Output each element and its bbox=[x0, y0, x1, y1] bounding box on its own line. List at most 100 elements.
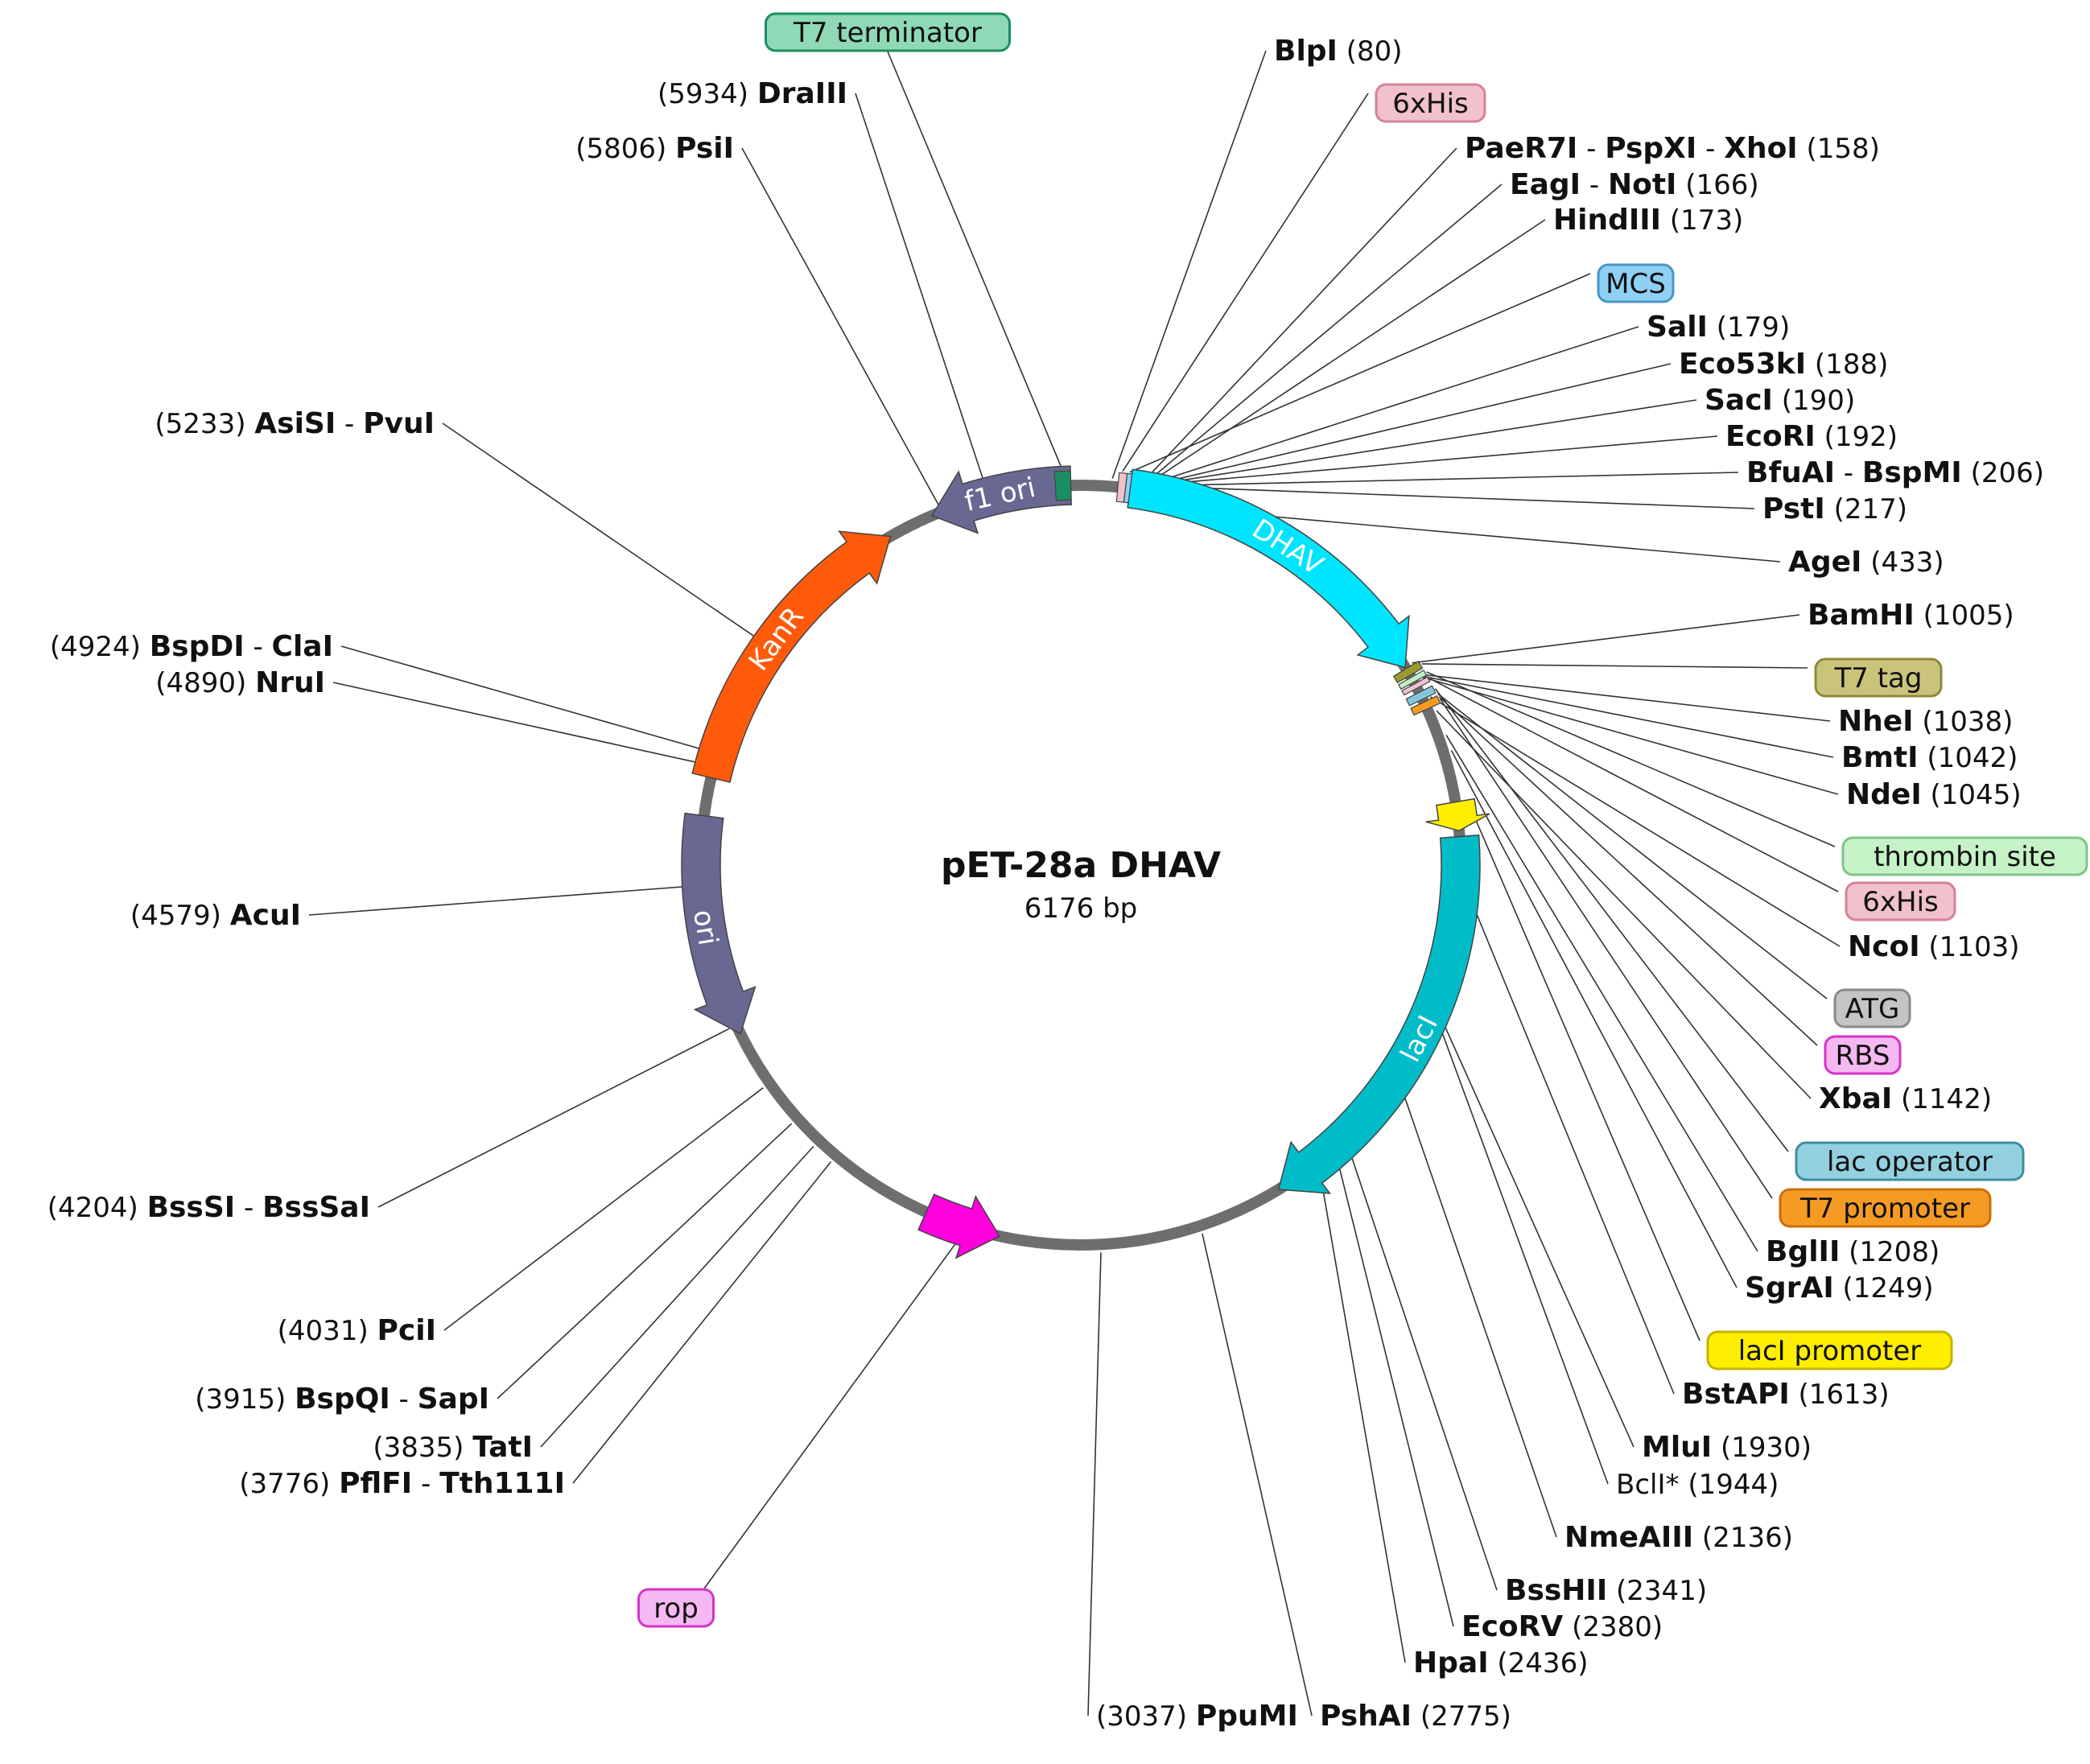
site-position: (192) bbox=[1824, 421, 1898, 453]
site-label-saci: SacI (190) bbox=[1705, 384, 1855, 417]
feature-arrow-dhav bbox=[1127, 468, 1410, 669]
feature-box-6xhis bbox=[1845, 881, 1956, 921]
site-label-nrui: (4890) NruI bbox=[155, 666, 325, 699]
site-label-pflfi-tth111i: (3776) PflFI - Tth111I bbox=[239, 1467, 565, 1500]
leader-right-0 bbox=[1111, 50, 1267, 479]
feature-text-atg: ATG bbox=[1845, 993, 1900, 1025]
site-position: (190) bbox=[1782, 385, 1855, 417]
site-gap bbox=[369, 1315, 377, 1347]
site-name-bstapi: BstAPI bbox=[1682, 1378, 1790, 1411]
site-name-sapi: SapI bbox=[418, 1383, 489, 1416]
feature-box-atg bbox=[1833, 988, 1911, 1028]
site-name-nrui: NruI bbox=[255, 666, 325, 699]
site-name-eco53ki: Eco53kI bbox=[1679, 348, 1806, 381]
site-name-pflfi: PflFI bbox=[339, 1467, 412, 1500]
site-position: (1042) bbox=[1927, 742, 2018, 774]
site-position: (4204) bbox=[47, 1192, 138, 1224]
site-position: (2775) bbox=[1420, 1700, 1511, 1733]
feature-text-mcs: MCS bbox=[1606, 268, 1666, 300]
small-feature-t7-tag bbox=[1392, 660, 1424, 684]
site-gap bbox=[246, 667, 255, 699]
site-name-agei: AgeI bbox=[1788, 546, 1861, 579]
site-gap bbox=[1338, 35, 1346, 68]
site-gap bbox=[1676, 169, 1685, 201]
site-name-bfuai: BfuAI bbox=[1746, 456, 1835, 489]
site-position: (188) bbox=[1815, 348, 1888, 381]
site-label-pcii: (4031) PciI bbox=[278, 1314, 436, 1347]
site-gap bbox=[1680, 1469, 1688, 1501]
site-gap bbox=[1825, 493, 1834, 525]
site-label-draiii: (5934) DraIII bbox=[658, 77, 847, 110]
feature-text-6xhis: 6xHis bbox=[1862, 886, 1938, 918]
feature-text-rop: rop bbox=[653, 1593, 699, 1625]
small-feature-t7-prom bbox=[1410, 694, 1441, 716]
feature-box-t7-tag bbox=[1814, 657, 1943, 698]
site-position: (179) bbox=[1717, 311, 1790, 344]
leader-right-19 bbox=[1429, 678, 1839, 892]
site-name-mlui: MluI bbox=[1642, 1431, 1712, 1464]
site-gap bbox=[1892, 1083, 1901, 1115]
site-gap bbox=[1914, 706, 1923, 738]
site-name-tati: TatI bbox=[472, 1431, 533, 1464]
site-label-blpi: BlpI (80) bbox=[1274, 35, 1403, 68]
feature-text-t7-tag: T7 tag bbox=[1834, 662, 1923, 694]
feature-arrow-f1-ori bbox=[930, 465, 1072, 534]
small-feature-mcs bbox=[1123, 472, 1133, 504]
site-position: (80) bbox=[1346, 35, 1403, 68]
leader-right-16 bbox=[1419, 674, 1834, 758]
site-name-bamhi: BamHI bbox=[1808, 599, 1915, 632]
leader-right-25 bbox=[1439, 698, 1773, 1199]
leader-right-1 bbox=[1122, 93, 1369, 472]
site-name-bcli: BclI* bbox=[1616, 1469, 1680, 1501]
leader-right-17 bbox=[1419, 675, 1839, 795]
site-gap bbox=[138, 1192, 147, 1224]
site-position: (206) bbox=[1971, 457, 2044, 489]
site-name-sali: SalI bbox=[1647, 311, 1708, 344]
site-separator: - bbox=[390, 1383, 418, 1416]
site-separator: - bbox=[245, 631, 272, 663]
site-position: (3835) bbox=[373, 1432, 464, 1464]
site-name-bspmi: BspMI bbox=[1862, 456, 1962, 489]
site-label-ndei: NdeI (1045) bbox=[1846, 778, 2022, 811]
leader-right-6 bbox=[1151, 326, 1639, 484]
feature-arrow-laci-promoter bbox=[1425, 798, 1490, 832]
site-label-hpai: HpaI (2436) bbox=[1413, 1647, 1588, 1680]
leader-right-26 bbox=[1445, 735, 1758, 1252]
leader-right-30 bbox=[1438, 1013, 1634, 1448]
site-name-bsshii: BssHII bbox=[1505, 1574, 1607, 1607]
site-position: (4924) bbox=[50, 631, 141, 663]
feature-box-rbs bbox=[1824, 1035, 1902, 1075]
site-gap bbox=[1489, 1647, 1498, 1680]
site-label-bsssi-bsssai: (4204) BssSI - BssSaI bbox=[47, 1191, 370, 1224]
site-gap bbox=[1840, 1236, 1849, 1268]
site-position: (1208) bbox=[1849, 1236, 1940, 1268]
site-gap bbox=[1922, 779, 1931, 811]
leader-left-4 bbox=[340, 645, 711, 752]
site-gap bbox=[1962, 457, 1971, 489]
site-position: (5233) bbox=[155, 408, 245, 440]
site-position: (1249) bbox=[1843, 1272, 1934, 1304]
site-position: (158) bbox=[1807, 133, 1880, 165]
site-name-ndei: NdeI bbox=[1846, 778, 1922, 811]
site-position: (1005) bbox=[1923, 600, 2014, 632]
site-label-acui: (4579) AcuI bbox=[130, 899, 301, 932]
feature-box-t7-promoter bbox=[1779, 1188, 1992, 1228]
leader-right-29 bbox=[1467, 892, 1675, 1395]
feature-arrow-rop bbox=[917, 1193, 1001, 1259]
feature-arrow-kanr bbox=[691, 530, 892, 783]
leader-left-6 bbox=[308, 885, 694, 916]
feature-box-6xhis bbox=[1375, 83, 1486, 123]
site-position: (2436) bbox=[1497, 1647, 1588, 1680]
site-label-pshai: PshAI (2775) bbox=[1320, 1700, 1511, 1733]
site-gap bbox=[1712, 1432, 1721, 1464]
site-position: (166) bbox=[1685, 169, 1758, 201]
leader-left-12 bbox=[675, 1240, 958, 1628]
site-position: (3776) bbox=[239, 1468, 330, 1500]
site-label-sali: SalI (179) bbox=[1647, 311, 1790, 344]
feature-text-t7-terminator: T7 terminator bbox=[793, 17, 982, 49]
site-gap bbox=[1412, 1700, 1420, 1733]
site-label-asisi-pvui: (5233) AsiSI - PvuI bbox=[155, 407, 435, 440]
leader-right-33 bbox=[1347, 1146, 1498, 1591]
